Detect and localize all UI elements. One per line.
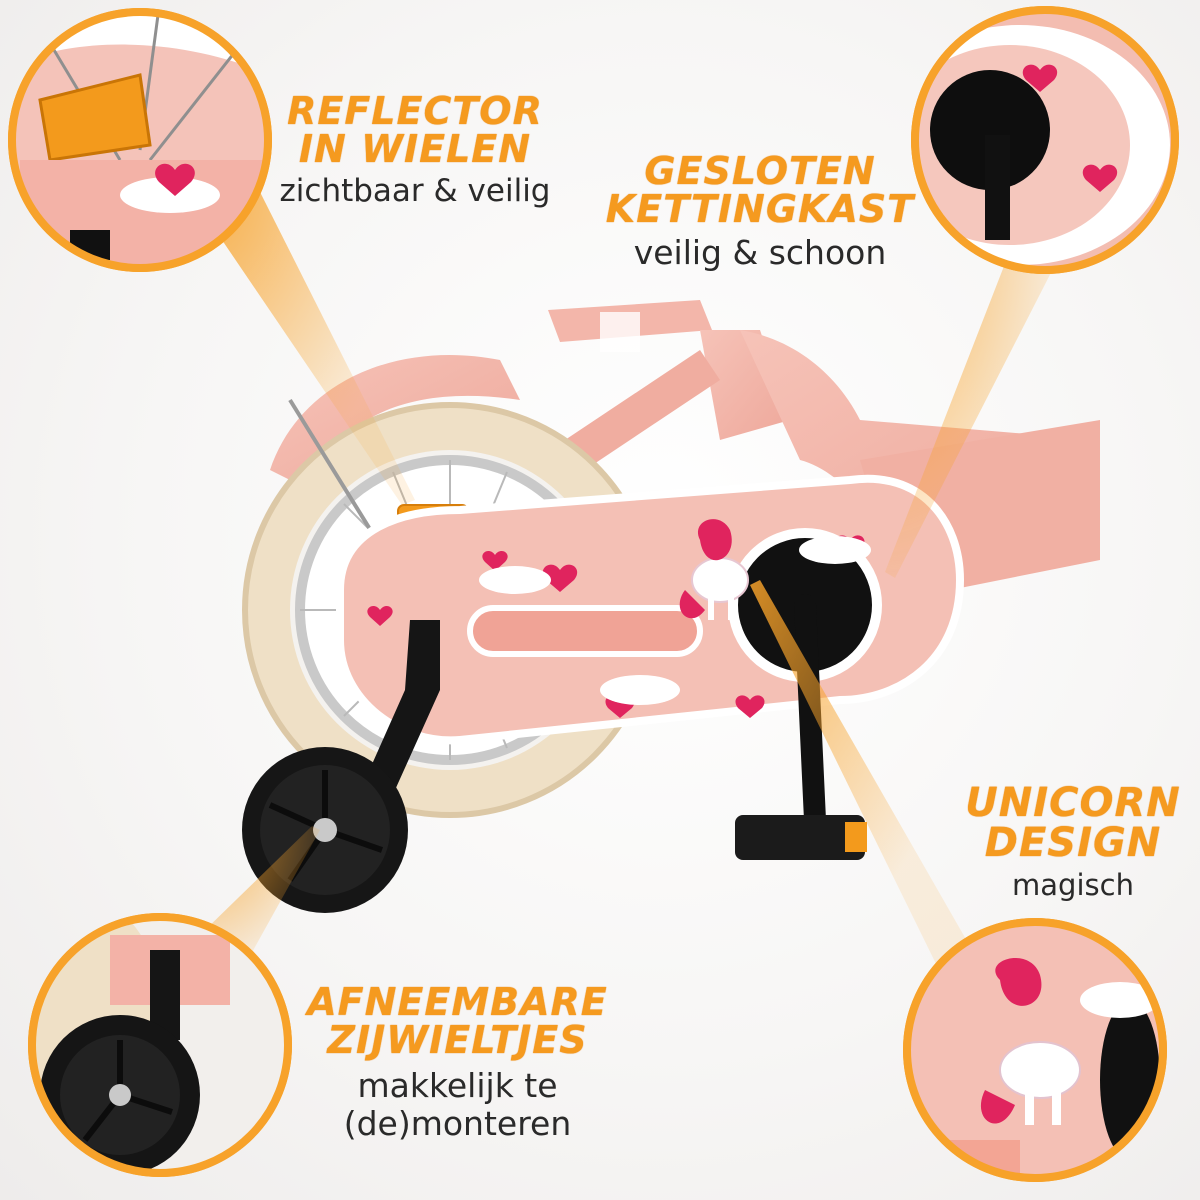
feature-title: AFNEEMBARE ZIJWIELTJES xyxy=(307,980,608,1062)
feature-reflector: REFLECTOR IN WIELEN zichtbaar & veilig xyxy=(250,92,580,210)
feature-training-wheels: AFNEEMBARE ZIJWIELTJES makkelijk te (de)… xyxy=(285,983,630,1143)
feature-chain-guard: GESLOTEN KETTINGKAST veilig & schoon xyxy=(590,152,930,272)
unicorn-sticker xyxy=(679,519,749,620)
feature-subtitle: veilig & schoon xyxy=(633,233,887,272)
zoom-circle-chain-guard xyxy=(911,6,1179,274)
feature-unicorn-design: UNICORN DESIGN magisch xyxy=(958,783,1188,902)
callout-beams xyxy=(200,188,1060,972)
bike-illustration xyxy=(242,300,1100,913)
feature-title: REFLECTOR IN WIELEN xyxy=(287,89,543,171)
feature-title: GESLOTEN KETTINGKAST xyxy=(605,149,915,231)
feature-subtitle: makkelijk te (de)monteren xyxy=(343,1066,572,1143)
feature-title: UNICORN DESIGN xyxy=(965,780,1181,866)
zoom-circle-training-wheels xyxy=(28,913,292,1177)
feature-subtitle: zichtbaar & veilig xyxy=(279,173,551,209)
feature-subtitle: magisch xyxy=(1012,868,1134,902)
